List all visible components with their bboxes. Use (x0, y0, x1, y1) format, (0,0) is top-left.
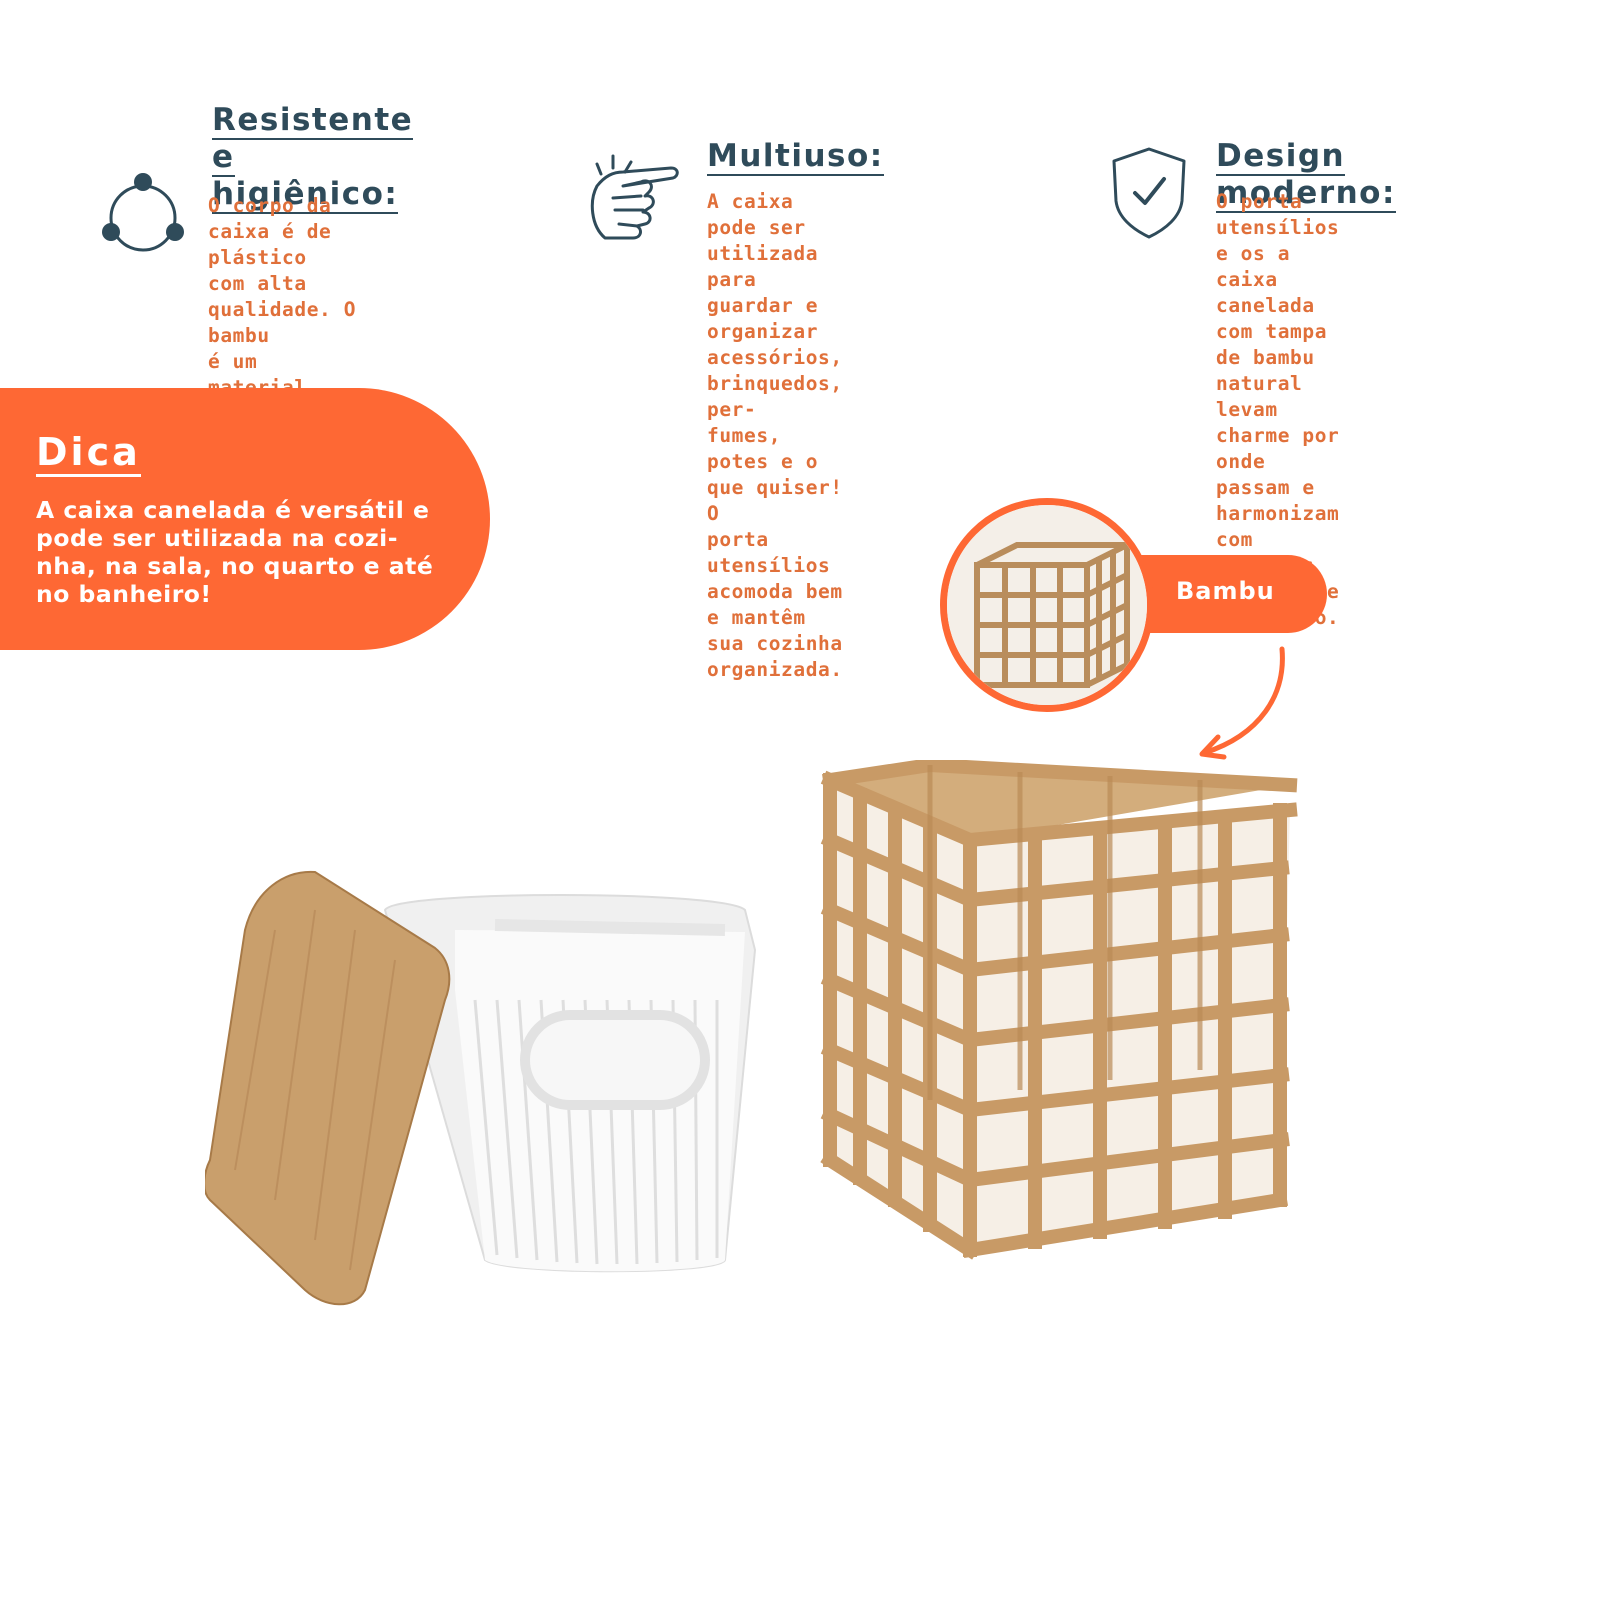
feature-title: Design moderno: (1216, 138, 1396, 213)
feature-description: A caixa pode ser utilizada para guardar … (707, 190, 843, 681)
tip-text: A caixa canelada é versátil e pode ser u… (36, 496, 434, 608)
bamboo-holder-image (820, 760, 1298, 1260)
bamboo-detail-image (947, 505, 1147, 705)
pointing-hand-icon (590, 154, 679, 240)
bamboo-detail-circle (940, 498, 1154, 712)
arrow-icon (1199, 646, 1285, 760)
tip-title: Dica (36, 430, 141, 477)
bamboo-label: Bambu (1176, 577, 1275, 605)
tip-banner: Dica A caixa canelada é versátil e pode … (0, 388, 490, 650)
feature-title: Multiuso: (707, 138, 884, 176)
ribbed-box-image (205, 870, 757, 1306)
shield-check-icon (1112, 147, 1186, 239)
cycle-icon (102, 173, 184, 252)
